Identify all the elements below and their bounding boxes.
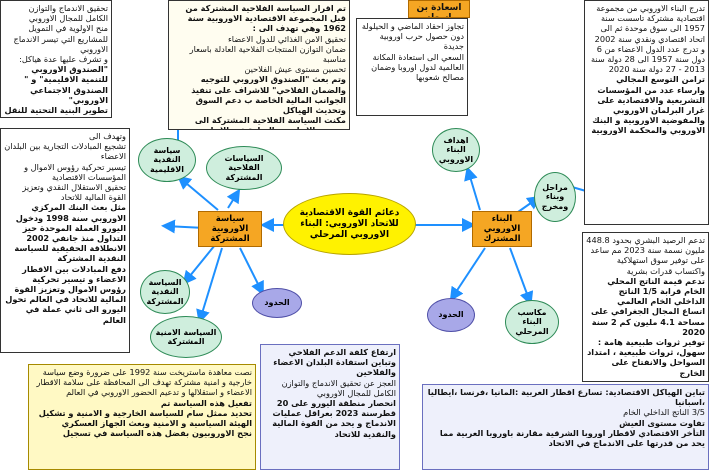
branch-security: السياسة الامنية المشتركة [150,316,222,358]
security-line-4: نجح الاوروبيون بفضل هذه السياسة في تسجيل [62,428,252,439]
text-gains: تدعم الرصيد البشري بحدود 448.8 مليون نسم… [582,232,709,382]
lborders-line-4: انحصار منطقة اليورو على 20 قطرسنة 2023 ب… [272,398,396,439]
text-left-borders: ارتفاع كلفة الدعم الفلاحي وتباين استفادة… [260,344,400,470]
fiscal-line-1: وتهدف الى [89,131,126,141]
security-line-2: تفعيل هذه السياسة تم [160,397,252,408]
text-goals: تجاوز احقاد الماضي و الحيلولة دون حصول ح… [356,18,468,116]
branch-goals-label: اهداف البناء الاوروبي [438,135,474,164]
branch-left-borders: الحدود [252,288,302,318]
hub-left-label: سياسة الاوروبية المشتركة [210,214,250,244]
title-box: اسعادة بن اسعاد [408,0,470,18]
branch-monetary: سياسة النقدية الاقليمية [138,138,196,182]
gains-line-2: تدعم قيمة الناتج المحلي الخام قرابة 1/5 … [607,275,705,307]
rborders-line-1: تباين الهياكل الاقتصادية: تسارع اقطار ال… [427,387,705,408]
stages-line-1: تدرج البناء الاوروبي من مجموعة اقتصادية … [594,3,705,44]
branch-monetary-label: سياسة النقدية الاقليمية [150,145,184,174]
hub-left: سياسة الاوروبية المشتركة [198,211,262,247]
branch-right-borders-label: الحدود [438,310,464,320]
branch-fiscal-label: السياسة النقدية المشتركة [146,277,184,306]
agri-line-1: تم اقرار السياسة الفلاحية المشتركة من قب… [185,3,346,34]
text-agri-policy: تم اقرار السياسة الفلاحية المشتركة من قب… [168,0,350,130]
branch-gains: مكاسب البناء المرحلي [505,300,559,344]
rborders-line-2: 3/5 الناتج الداخلي الخام [623,407,705,418]
agri-line-3: ضمان التوازن المنتجات الفلاحية العادلة ب… [189,43,346,65]
branch-agri-label: السياسات الفلاحية المشتركة [224,153,264,182]
stages-line-2: و تدرج عدد الدول الاعضاء من 6 دول سنة 19… [591,43,705,75]
title-text: اسعادة بن اسعاد [416,3,462,17]
branch-goals: اهداف البناء الاوروبي [432,128,480,172]
lborders-line-3: العجز عن تحقيق الاندماج والتوازن الكامل … [281,377,396,398]
security-line-1: نصت معاهدة ماستريخت سنة 1992 على ضرورة و… [36,367,252,398]
gains-line-4: توفير ثروات طبيعية هامة : سهول، ثروات طب… [587,337,705,378]
agri-line-4: تحسين مستوى عيش الفلاحين [244,64,346,75]
branch-security-label: السياسة الامنية المشتركة [155,327,217,347]
gains-line-3: اتساع المجال الجغرافي على مساحة 4.1 مليو… [590,306,705,337]
branch-stages-label: مراحل وبناء ومخرج [541,182,569,211]
branch-fiscal: السياسة النقدية المشتركة [140,270,190,314]
tl-line-3: و تشرف عليها عدة هياكل: [19,54,108,65]
fiscal-line-6: دفع المبادلات بين الاقطار الاعضاء و تيسي… [5,263,126,325]
text-security: نصت معاهدة ماستريخت سنة 1992 على ضرورة و… [28,364,256,470]
agri-line-5: وتم بعث "الصندوق الاوروبي للتوجيه والضما… [191,74,346,116]
tl-line-4: "الصندوق الاوروبي للتنمية الاقليمية" و "… [24,64,108,105]
tl-line-2: منح الاولوية في التمويل للمشاريع التي تي… [13,23,108,54]
tl-line-1: تحقيق الاندماج والتوازن الكامل للمجال ال… [28,3,108,24]
branch-stages: مراحل وبناء ومخرج [534,172,576,222]
hub-right-label: البناء الاوروبي المشترك [483,214,521,244]
goals-line-1: تجاوز احقاد الماضي و الحيلولة دون حصول ح… [361,21,464,52]
fiscal-line-3: تيسير تحركية رؤوس الاموال و المؤسسات الا… [24,161,126,182]
gains-line-1: تدعم الرصيد البشري بحدود 448.8 مليون نسم… [586,235,705,276]
branch-agri: السياسات الفلاحية المشتركة [206,146,282,190]
branch-left-borders-label: الحدود [264,298,290,308]
agri-line-2: تحقيق الامن الغذائي للدول الاعضاء [227,33,346,44]
text-stages: تدرج البناء الاوروبي من مجموعة اقتصادية … [584,0,709,225]
central-topic-text: دعائم القوة الاقتصادية للاتحاد الاوروبي:… [299,207,400,240]
lborders-line-2: وتباين استفادة البلدان الاعضاء والفلاحين [273,357,396,378]
fiscal-line-5: مثل بعث البنك المركزي الاوروبي سنة 1998 … [14,202,126,264]
rborders-line-3: تفاوت مستوى العيش [619,417,705,428]
fiscal-line-2: تشجيع المبادلات التجارية بين البلدان الا… [4,141,126,162]
stages-line-3: ترامن التوسع المجالي وارساء عدد من المؤس… [591,74,705,136]
central-topic: دعائم القوة الاقتصادية للاتحاد الاوروبي:… [283,193,416,255]
branch-right-borders: الحدود [427,298,475,332]
rborders-line-4: التأخر الاقتصادي لاقطار اوروبا الشرقية م… [439,427,705,449]
fiscal-line-4: تحقيق الاستقلال النقدي وتعزيز القوة الما… [22,182,126,203]
branch-gains-label: مكاسب البناء المرحلي [515,307,549,336]
text-fiscal: وتهدف الى تشجيع المبادلات التجارية بين ا… [0,128,130,353]
text-right-borders: تباين الهياكل الاقتصادية: تسارع اقطار ال… [422,384,709,470]
security-line-3: تحديد ممثل سام للسياسة الخارجية و الامني… [38,407,252,429]
text-top-left: تحقيق الاندماج والتوازن الكامل للمجال ال… [0,0,112,118]
goals-line-2: السعي الى استعادة المكانة العالمية لدول … [371,51,464,83]
tl-line-5: تطوير البنية التحتية للنقل والاتصالات [4,105,108,117]
lborders-line-1: ارتفاع كلفة الدعم الفلاحي [288,347,396,357]
hub-right: البناء الاوروبي المشترك [472,211,532,247]
agri-line-6: مكنت السياسة الفلاحية المشتركة الى تحسين… [194,115,346,129]
